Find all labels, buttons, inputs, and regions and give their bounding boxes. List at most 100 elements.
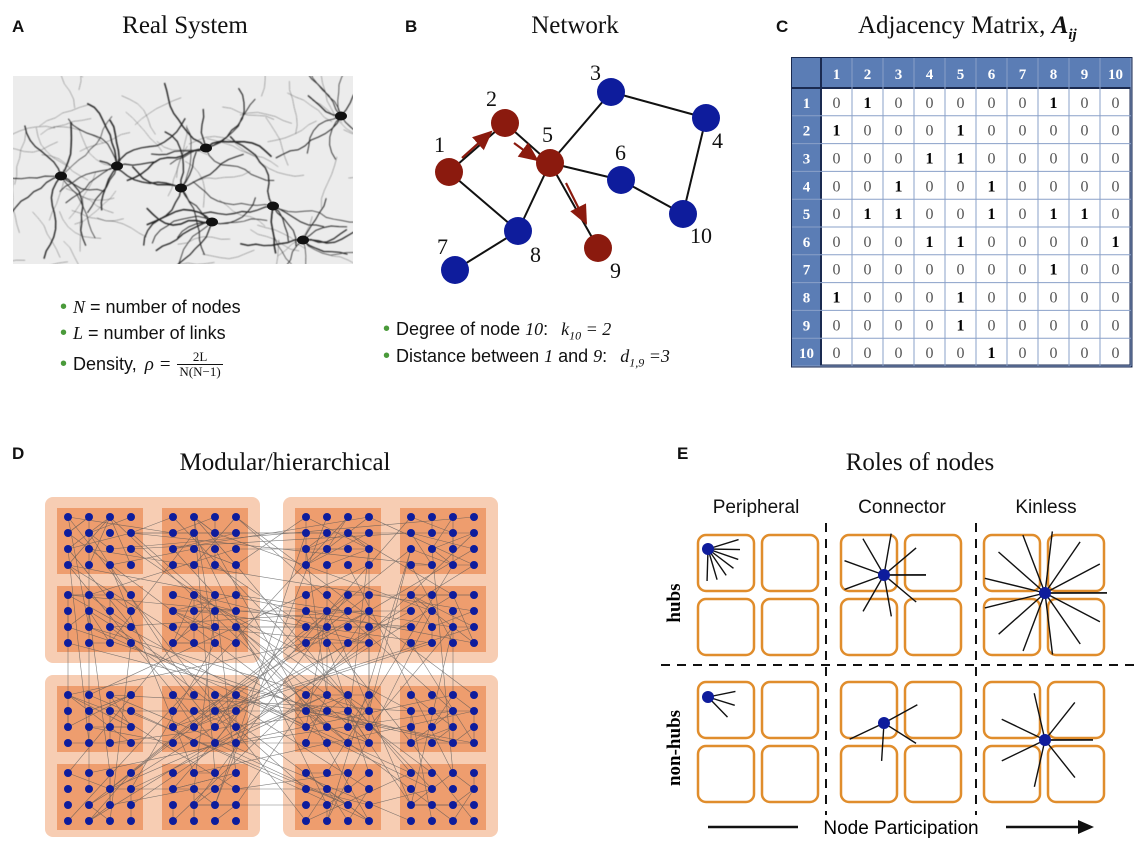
neurite	[302, 231, 353, 244]
role-edge	[1022, 534, 1046, 594]
module-node	[302, 707, 310, 715]
matrix-cell: 0	[895, 345, 903, 362]
module-node	[302, 801, 310, 809]
dist-d: d	[620, 346, 630, 366]
module-node	[232, 817, 240, 825]
role-edge	[998, 592, 1046, 635]
matrix-cell: 1	[988, 345, 996, 362]
matrix-cell: 0	[833, 206, 841, 223]
matrix-cell: 1	[864, 206, 872, 223]
background-fiber	[13, 259, 26, 262]
node-label-8: 8	[530, 242, 541, 267]
panel-e-letter: E	[677, 444, 689, 463]
background-fiber	[331, 255, 353, 264]
neurite	[205, 147, 275, 181]
module-node	[85, 591, 93, 599]
matrix-cell: 0	[988, 317, 996, 334]
module-node	[344, 785, 352, 793]
dist-text: Distance between	[396, 346, 545, 366]
background-fiber	[41, 154, 89, 181]
module-node	[449, 623, 457, 631]
matrix-cell: 0	[1019, 123, 1027, 140]
matrix-cell: 1	[895, 178, 903, 195]
matrix-cell: 0	[1112, 206, 1120, 223]
module-node	[344, 639, 352, 647]
intra-module-edge	[431, 694, 454, 728]
module-node	[449, 561, 457, 569]
inter-module-edge	[305, 710, 454, 744]
module-node	[190, 545, 198, 553]
intra-module-edge	[347, 772, 370, 790]
peripheral-hub-module	[760, 597, 820, 657]
matrix-cell: 0	[926, 345, 934, 362]
module-node	[169, 801, 177, 809]
inter-module-edge	[214, 742, 349, 806]
module-node	[190, 513, 198, 521]
module-node	[302, 769, 310, 777]
inter-module-edge	[368, 626, 454, 728]
module-node	[407, 739, 415, 747]
module-node	[106, 607, 114, 615]
background-fiber	[343, 129, 353, 134]
matrix-cell: 0	[988, 262, 996, 279]
inter-module-edge	[88, 610, 111, 774]
inter-module-edge	[193, 532, 328, 806]
intra-module-edge	[305, 532, 349, 550]
matrix-cell: 0	[1081, 95, 1089, 112]
module-node	[323, 545, 331, 553]
module-node	[106, 513, 114, 521]
intra-module-edge	[347, 710, 370, 744]
matrix-cell: 0	[833, 151, 841, 168]
neurite	[302, 198, 327, 241]
matrix-title-sym: A	[1051, 12, 1069, 39]
neurite	[270, 205, 277, 254]
matrix-cell: 1	[833, 123, 841, 140]
module-node	[169, 691, 177, 699]
matrix-cell: 0	[926, 95, 934, 112]
module-node	[407, 691, 415, 699]
background-fiber	[156, 141, 208, 155]
inter-module-edge	[109, 516, 349, 744]
module-node	[323, 623, 331, 631]
matrix-cell: 1	[988, 178, 996, 195]
module-node	[169, 769, 177, 777]
module-node	[169, 639, 177, 647]
module-node	[106, 723, 114, 731]
module-node	[449, 723, 457, 731]
module-node	[232, 607, 240, 615]
module-node	[449, 691, 457, 699]
module-node	[64, 623, 72, 631]
background-fiber	[78, 128, 113, 167]
module-node	[127, 723, 135, 731]
module-node	[344, 561, 352, 569]
intra-module-edge	[431, 548, 454, 566]
module-node	[127, 769, 135, 777]
module-node	[470, 785, 478, 793]
background-fiber	[197, 170, 251, 181]
neurite	[302, 239, 348, 255]
module-node	[323, 739, 331, 747]
background-fiber	[125, 111, 163, 152]
matrix-cell: 0	[833, 178, 841, 195]
module-node	[428, 817, 436, 825]
intra-module-edge	[305, 532, 370, 566]
matrix-cell: 0	[988, 95, 996, 112]
matrix-cell: 1	[957, 151, 965, 168]
kinless-nonhub-module	[982, 744, 1042, 804]
matrix-cell: 0	[1112, 178, 1120, 195]
module-node	[85, 623, 93, 631]
peripheral-nonhub-module	[696, 744, 756, 804]
neurite	[180, 126, 192, 189]
matrix-cell: 0	[988, 234, 996, 251]
module-node	[449, 607, 457, 615]
role-edge	[1022, 592, 1046, 652]
background-fiber	[79, 132, 131, 152]
matrix-cell: 0	[1081, 262, 1089, 279]
matrix-col-header: 5	[957, 67, 965, 83]
background-fiber	[232, 140, 279, 168]
module-node	[127, 607, 135, 615]
module-node	[323, 691, 331, 699]
dist-colon: :	[602, 346, 608, 366]
matrix-row-header: 8	[803, 291, 811, 307]
module-node	[302, 623, 310, 631]
